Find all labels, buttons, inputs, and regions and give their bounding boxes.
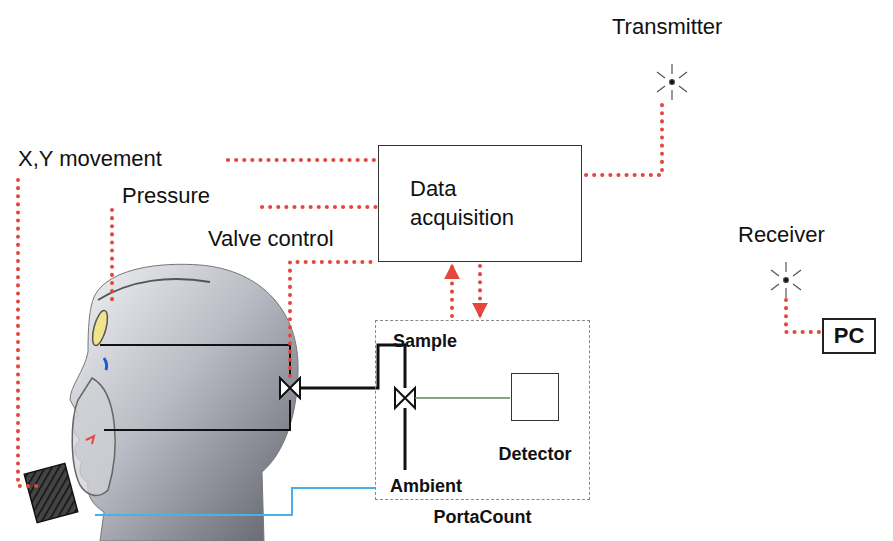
- signal-wire: [586, 102, 662, 175]
- process-box: Data acquisition: [378, 145, 582, 262]
- transmitter-symbol: [657, 64, 687, 100]
- signal-name: X,Y movement: [18, 146, 162, 172]
- sample-tube: [100, 345, 290, 430]
- signal-wire: [18, 180, 40, 486]
- signal-wire: [262, 205, 376, 209]
- signal-wire: [786, 300, 820, 332]
- detector-box: Detector: [511, 373, 559, 421]
- sample-line: [300, 345, 405, 388]
- respirator-mask: [72, 378, 115, 495]
- pressure-sensor: [90, 309, 111, 347]
- signal-name: Valve control: [208, 226, 334, 252]
- data-link-arrow: [478, 266, 482, 317]
- valve-symbol: [280, 378, 300, 398]
- antenna-label: Receiver: [738, 222, 825, 248]
- computer-box: PC: [822, 318, 876, 354]
- headband: [98, 279, 210, 300]
- signal-name: Pressure: [122, 183, 210, 209]
- node-text: PC: [834, 323, 865, 349]
- port-label: Sample: [393, 331, 457, 352]
- node-text: Detector: [498, 444, 571, 465]
- ambient-line: [404, 408, 407, 470]
- eye: [104, 358, 107, 370]
- head-silhouette: [70, 264, 298, 541]
- mask-seal: [86, 436, 94, 444]
- signal-wire: [290, 262, 376, 376]
- movement-sensor: [24, 463, 78, 522]
- port-label: Ambient: [390, 476, 462, 497]
- node-text: PortaCount: [376, 507, 589, 528]
- data-link-arrow: [450, 265, 454, 316]
- receiver-symbol: [771, 262, 801, 298]
- signal-wire: [110, 210, 114, 304]
- detector-line: [415, 397, 510, 399]
- antenna-label: Transmitter: [612, 14, 722, 40]
- ambient-tube: [95, 488, 375, 515]
- signal-wire: [228, 158, 376, 162]
- valve-symbol: [395, 388, 415, 408]
- node-text: Data acquisition: [410, 175, 550, 232]
